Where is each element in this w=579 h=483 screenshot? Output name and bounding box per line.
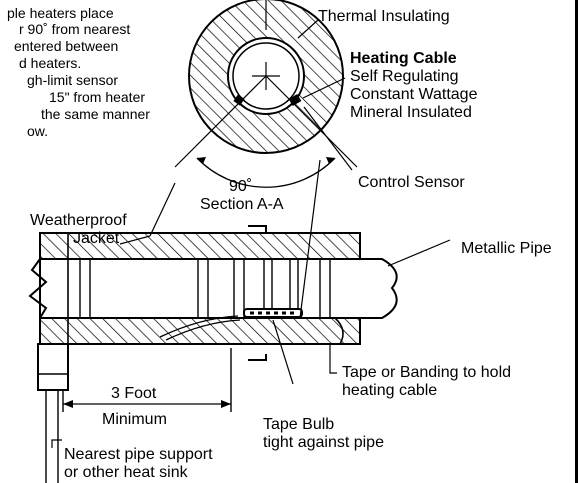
note-line-6: 15" from heater	[49, 89, 146, 105]
angle-ray-left	[174, 75, 267, 168]
jacket-label: Jacket	[73, 230, 120, 247]
leader-weatherproof	[149, 182, 176, 237]
leader-section-to-cable	[299, 159, 321, 319]
note-line-8: ow.	[27, 123, 49, 139]
self-regulating-label: Self Regulating	[350, 68, 459, 85]
note-line-4: d heaters.	[19, 55, 82, 71]
three-foot-label: 3 Foot	[111, 385, 157, 402]
minimum-label: Minimum	[102, 411, 167, 428]
mineral-insulated-label: Mineral Insulated	[350, 104, 472, 121]
leader-heating-cable	[302, 77, 346, 99]
control-sensor-label: Control Sensor	[358, 174, 465, 191]
pipe-break-left	[28, 233, 48, 344]
frame-border-right	[575, 0, 578, 483]
constant-wattage-label: Constant Wattage	[350, 86, 478, 103]
note-line-7: the same manner	[41, 106, 150, 122]
pipe-elevation-view	[28, 159, 451, 412]
thermal-insulating-label: Thermal Insulating	[318, 8, 450, 25]
tape-banding-label-line2: heating cable	[342, 382, 438, 399]
angle-arc	[196, 157, 336, 188]
note-line-1: ple heaters place	[7, 5, 114, 21]
control-sensor-section	[233, 94, 245, 106]
angle-label: 90˚	[229, 178, 253, 195]
note-line-5: gh-limit sensor	[27, 72, 119, 88]
heating-cable-label: Heating Cable	[350, 50, 457, 67]
leader-nearest-support	[51, 439, 62, 448]
metallic-pipe-label: Metallic Pipe	[461, 240, 552, 257]
heating-cable-elevation	[243, 308, 303, 318]
leader-thermal-insulating	[297, 19, 319, 39]
pipe-inner-wall	[232, 42, 300, 110]
section-cut-top	[248, 225, 267, 232]
sensor-lead-wire	[159, 315, 239, 338]
metallic-pipe-end	[360, 258, 398, 319]
note-line-2: r 90˚ from nearest	[19, 21, 131, 37]
nearest-support-label-line1: Nearest pipe support	[64, 446, 213, 463]
nearest-support-label-line2: or other heat sink	[64, 464, 188, 481]
leader-control-sensor	[303, 106, 353, 171]
tape-banding-label-line1: Tape or Banding to hold	[342, 364, 512, 381]
section-label: Section A-A	[200, 196, 284, 213]
section-cut-bottom	[248, 354, 267, 361]
leader-tape-banding	[329, 344, 337, 374]
leader-metallic-pipe	[387, 239, 451, 267]
support-block	[37, 343, 69, 391]
tape-bulb-label-line2: tight against pipe	[263, 434, 384, 451]
angle-ray-right	[265, 75, 358, 168]
tape-bulb-label-line1: Tape Bulb	[263, 416, 335, 433]
leader-tape-bulb	[272, 319, 294, 385]
weatherproof-label: Weatherproof	[30, 212, 127, 229]
pipe-support	[37, 343, 231, 483]
note-line-3: entered between	[14, 38, 119, 54]
cross-section-view	[174, 0, 358, 188]
heating-cable-section	[288, 94, 302, 106]
